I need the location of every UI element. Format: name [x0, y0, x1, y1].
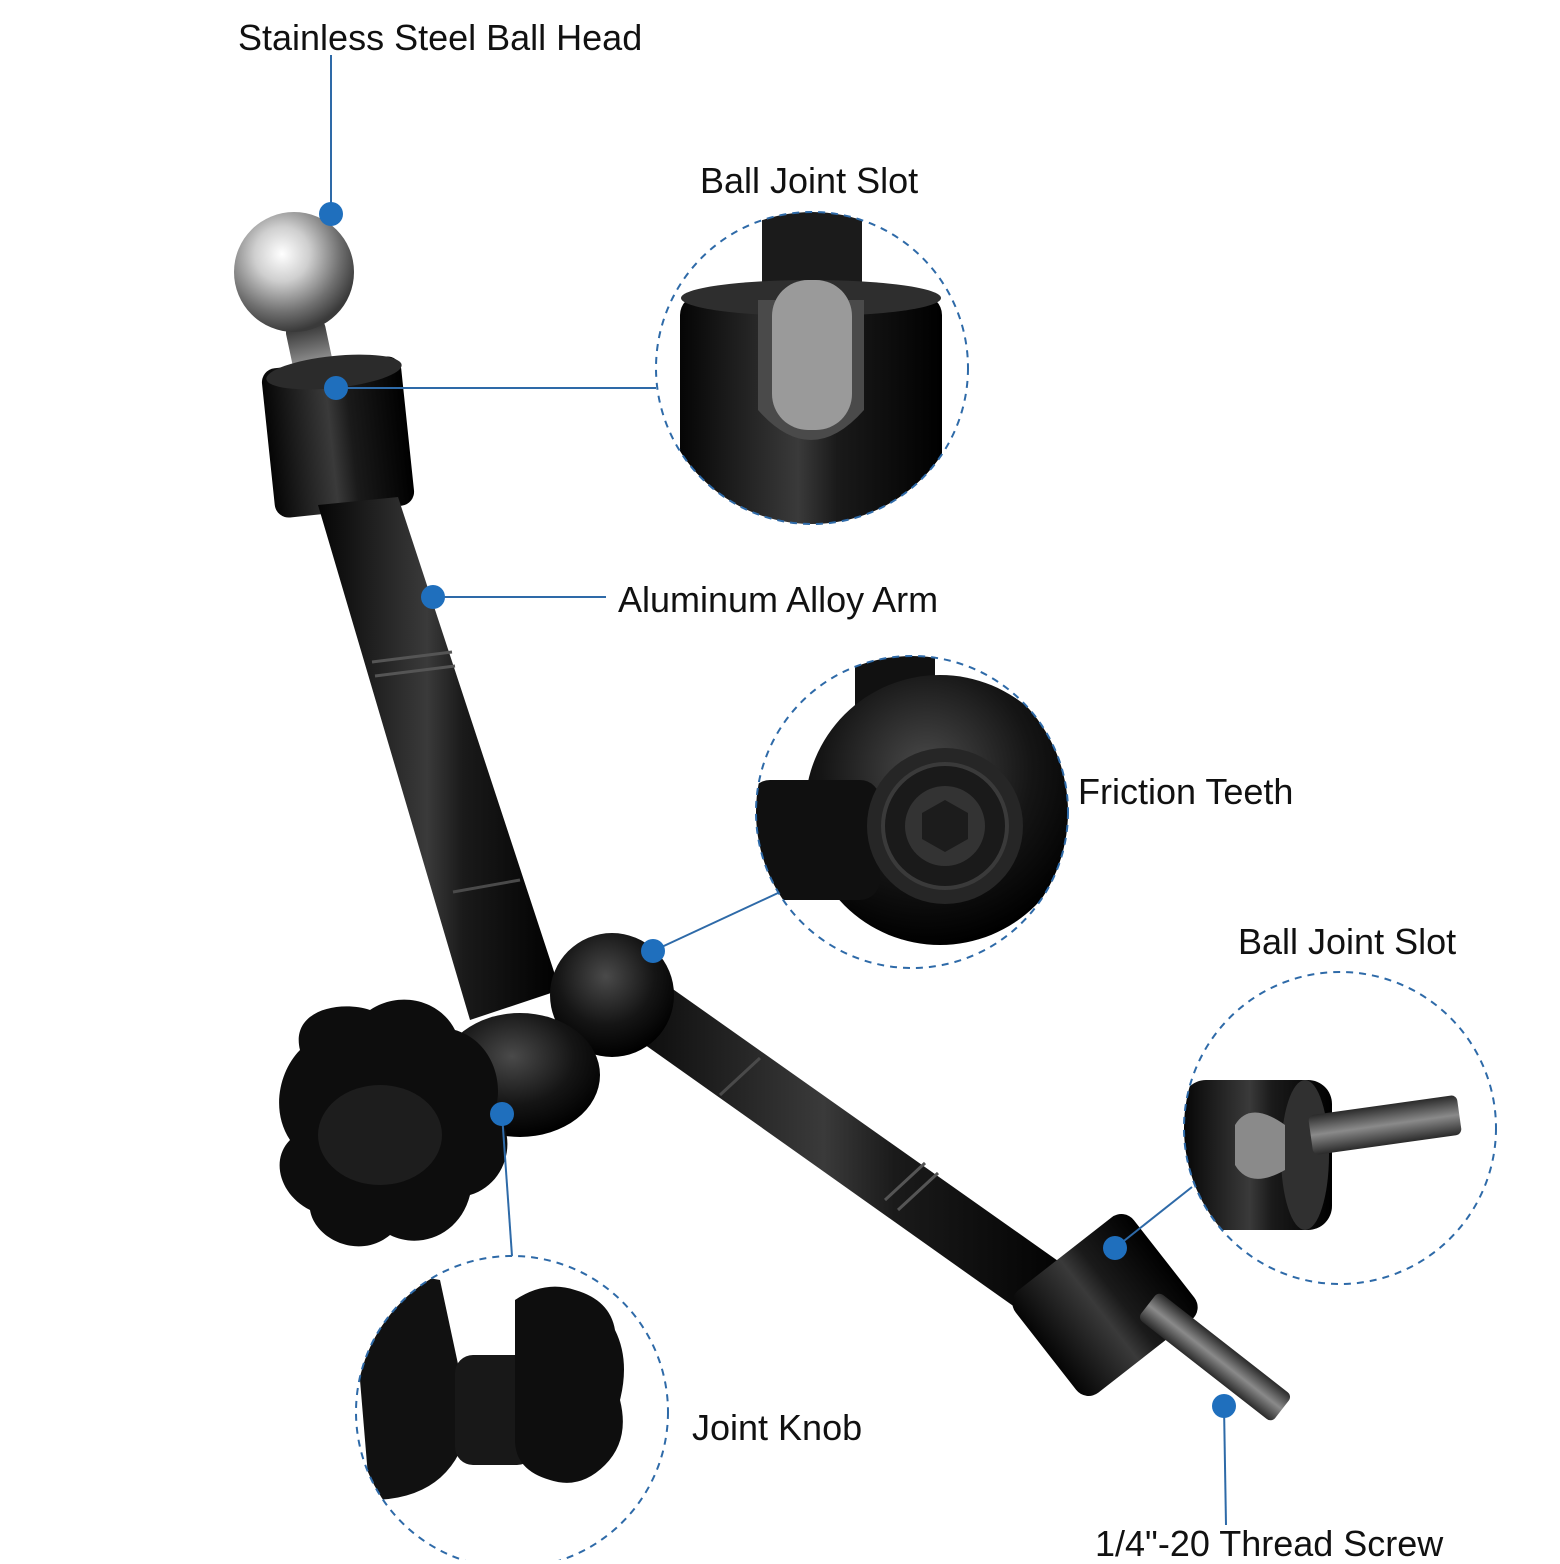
- upper-arm: [318, 497, 560, 1020]
- center-joint: [550, 933, 674, 1057]
- detail-joint-knob: [355, 1255, 669, 1560]
- label-ball-joint-slot-right: Ball Joint Slot: [1238, 921, 1457, 962]
- thread-screw: [1139, 1293, 1291, 1421]
- callout-dots: [319, 202, 1236, 1418]
- leader-lines: [330, 55, 1227, 1526]
- dot-ball-joint-slot-right: [1103, 1236, 1127, 1260]
- label-ball-joint-slot-top: Ball Joint Slot: [700, 160, 919, 201]
- dot-ball-joint-slot-top: [324, 376, 348, 400]
- detail-friction-teeth: [755, 655, 1069, 969]
- label-arm: Aluminum Alloy Arm: [618, 579, 939, 620]
- steel-ball-head: [234, 212, 354, 332]
- dot-thread-screw: [1212, 1394, 1236, 1418]
- detail-ball-joint-slot-right: [1183, 971, 1497, 1285]
- label-ball-head: Stainless Steel Ball Head: [238, 17, 643, 58]
- dot-arm: [421, 585, 445, 609]
- dot-friction-teeth: [641, 939, 665, 963]
- dot-joint-knob: [490, 1102, 514, 1126]
- magic-arm: [234, 212, 1291, 1421]
- lower-arm: [610, 980, 1085, 1325]
- label-joint-knob: Joint Knob: [692, 1407, 863, 1448]
- label-friction-teeth: Friction Teeth: [1078, 771, 1294, 812]
- dot-ball-head: [319, 202, 343, 226]
- detail-ball-joint-slot-top: [655, 211, 969, 525]
- label-thread-screw: 1/4"-20 Thread Screw: [1095, 1523, 1444, 1564]
- bottom-collar: [1012, 1214, 1198, 1396]
- top-collar: [261, 356, 415, 518]
